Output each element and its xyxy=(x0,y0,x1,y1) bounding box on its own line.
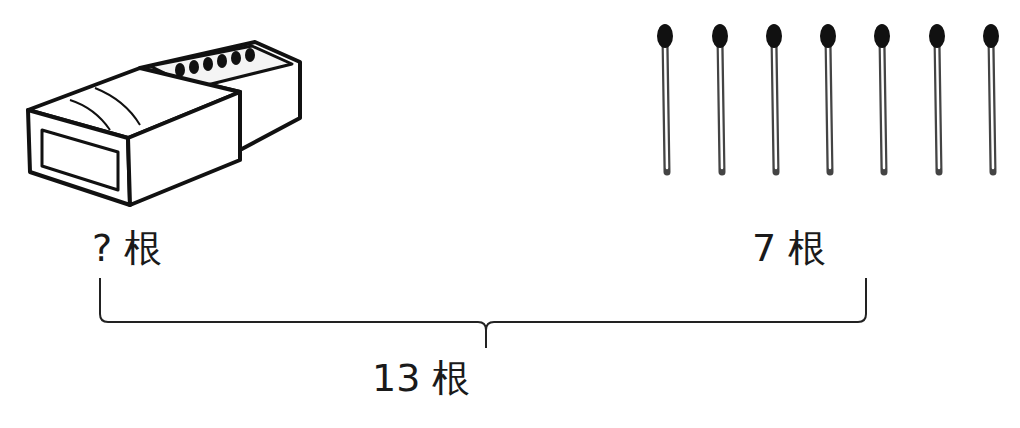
matchbox xyxy=(28,42,300,205)
count-label: 7 根 xyxy=(752,228,826,270)
count-label: ? 根 xyxy=(92,228,162,270)
matches xyxy=(657,24,999,172)
count-label: 13 根 xyxy=(372,358,470,400)
total-brace xyxy=(100,278,866,348)
